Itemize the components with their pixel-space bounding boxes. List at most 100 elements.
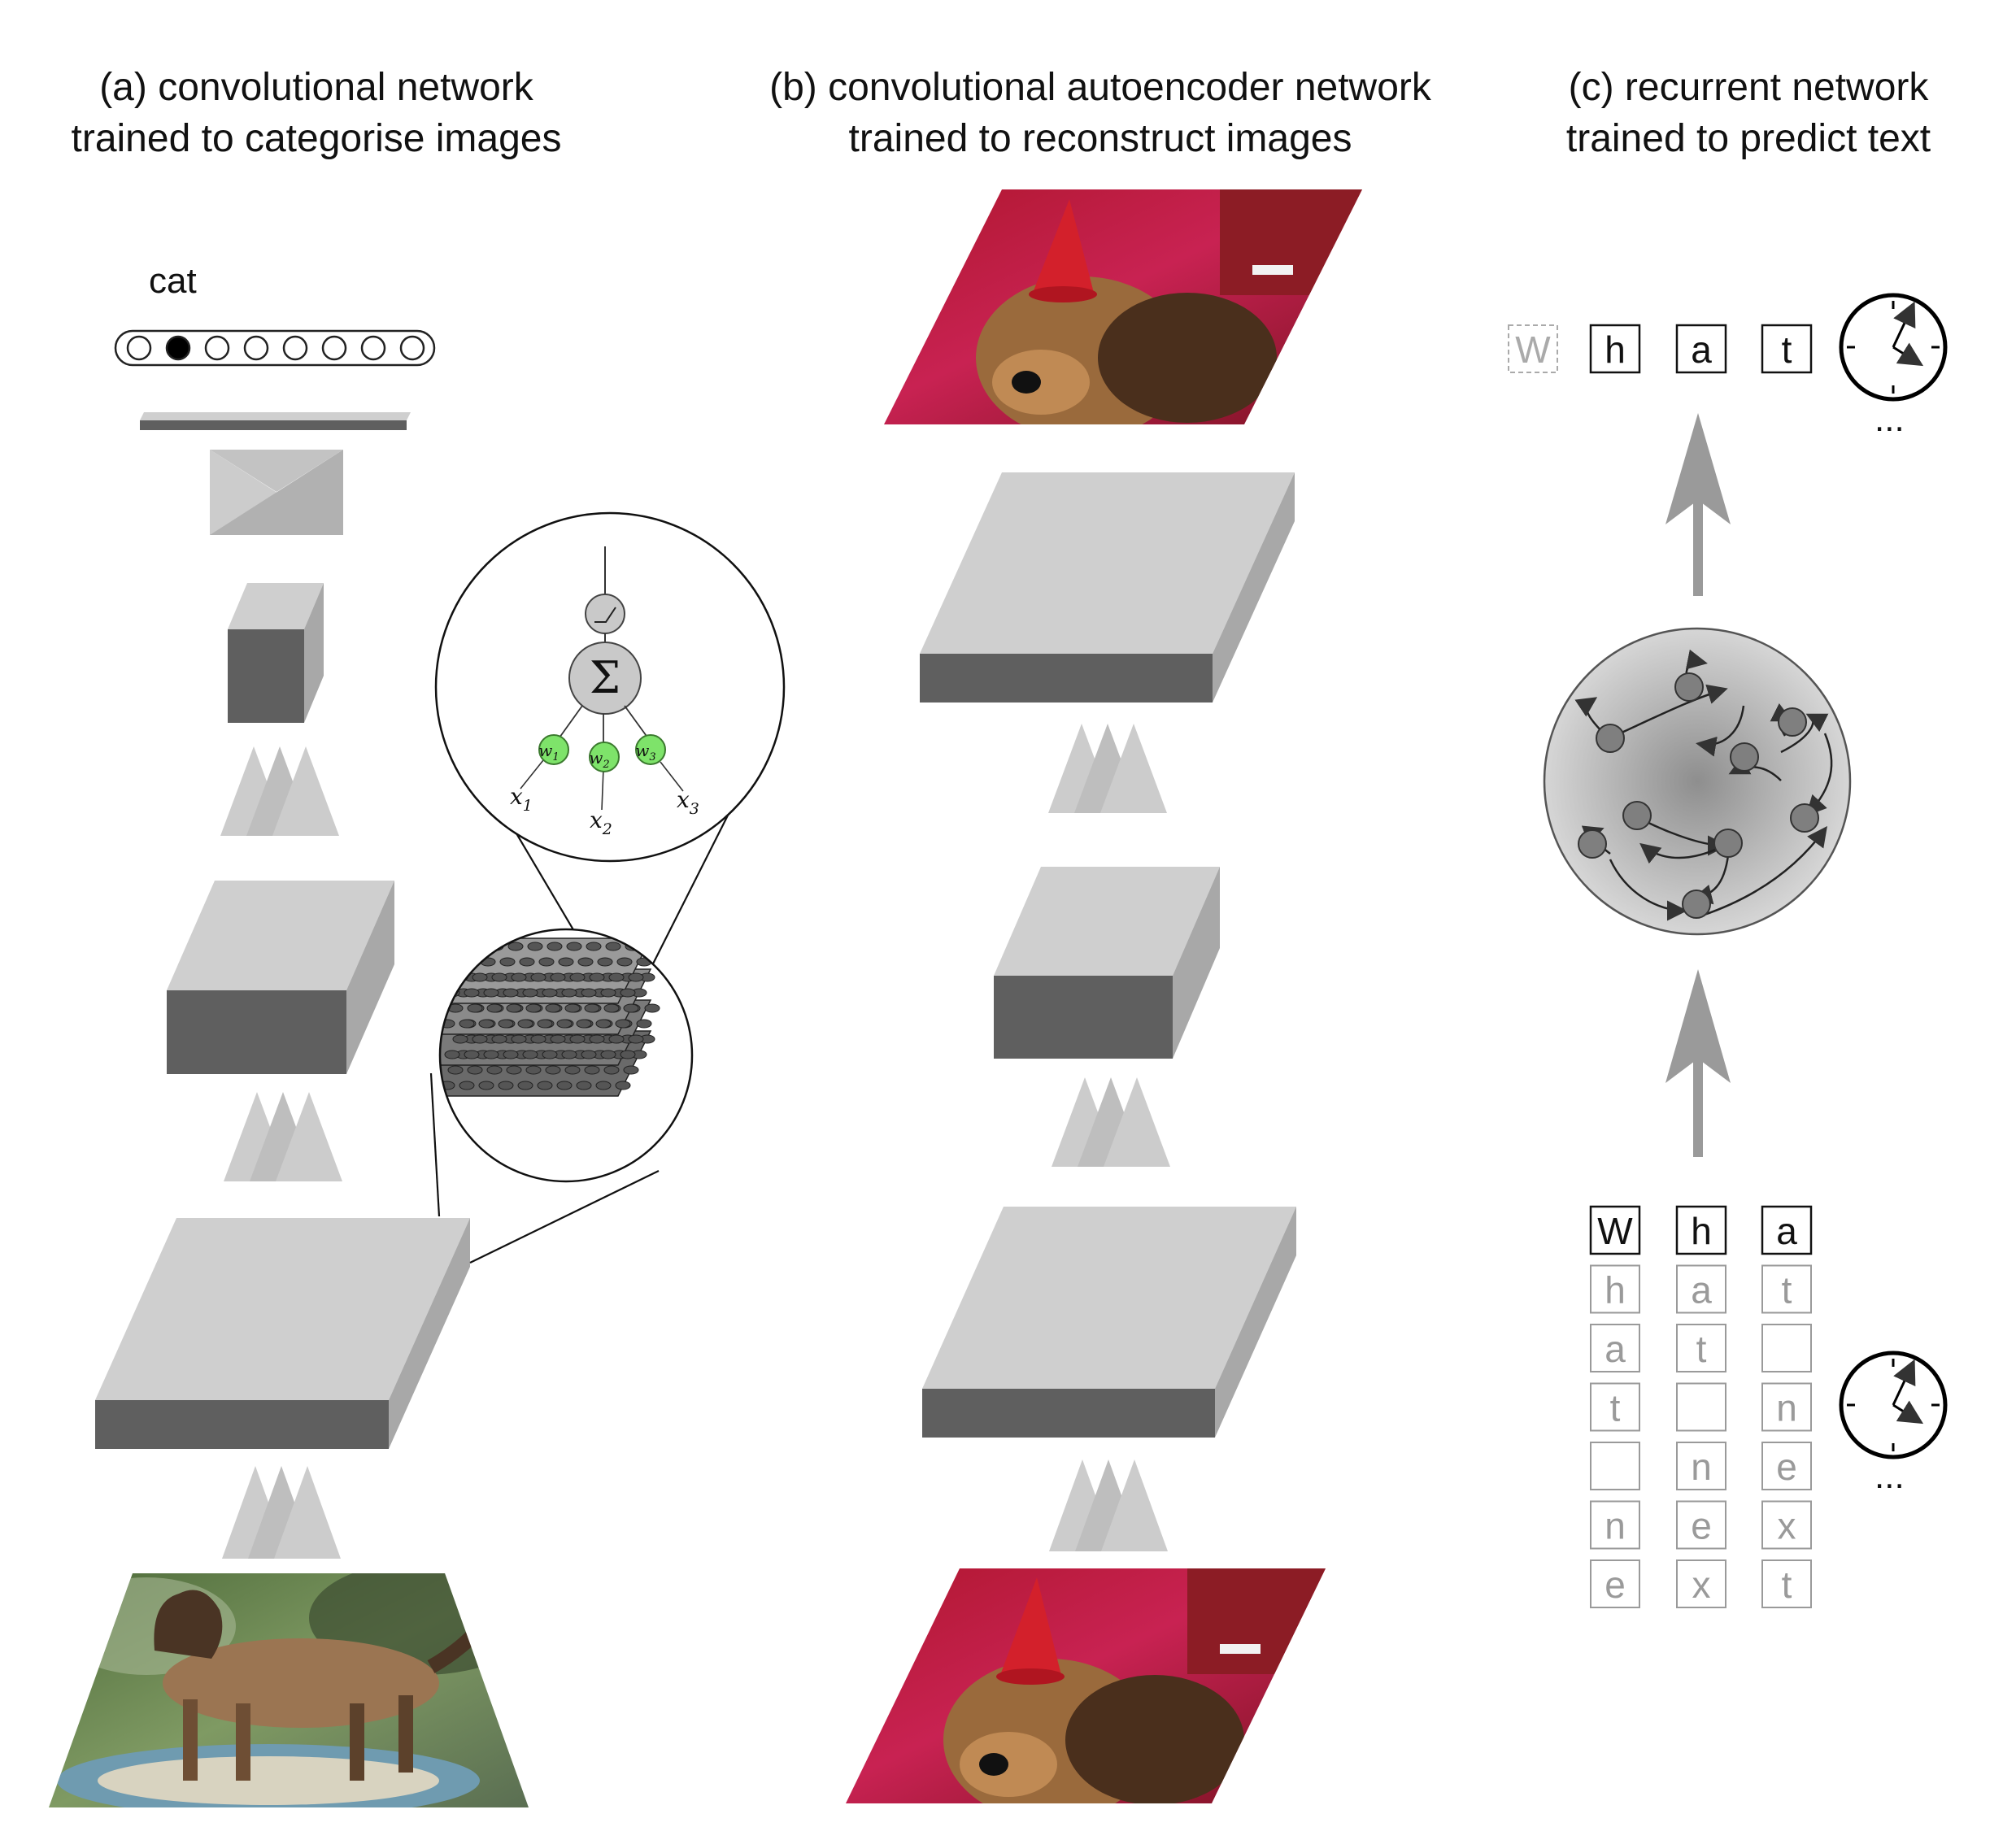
svg-text:W: W [1515,328,1551,371]
arrow-up-icon [1665,413,1731,596]
neuron-dot [584,1065,600,1075]
decoder-block-large [920,472,1295,703]
weight-node [538,734,569,765]
char-label: e [1776,1446,1797,1488]
char-label: t [1782,1269,1792,1311]
svg-text:trained to categorise images: trained to categorise images [72,117,562,160]
neuron-dot [581,1050,597,1059]
predicted-output-sequence: W h a t [1508,324,1813,374]
activation-function-node [585,594,625,634]
neuron-dot [636,1019,652,1029]
char-label: n [1776,1387,1797,1429]
neuron-dot [472,1034,488,1044]
neuron-dot [620,988,636,998]
neuron-dot [597,957,613,967]
ellipsis: ... [1874,1456,1905,1496]
neuron-dot [527,942,543,951]
neuron-dot [545,1065,561,1075]
neuron-dot [628,1034,644,1044]
neuron-dot [623,1003,639,1013]
neuron-dot [478,1081,494,1090]
char-label: t [1696,1328,1707,1370]
char-box [1590,1442,1640,1490]
svg-text:(c) recurrent network: (c) recurrent network [1569,66,1930,109]
neuron-dot [468,942,485,951]
neuron-dot [503,988,519,998]
weight-label: w2 [589,748,609,771]
neuron-dot [615,1019,631,1029]
svg-text:(b) convolutional autoencoder: (b) convolutional autoencoder network [769,66,1432,109]
conv-kernel-triangles [1048,724,1167,813]
char-label: x [1692,1564,1711,1606]
char-box [1676,1559,1726,1608]
char-label: x [1778,1505,1796,1547]
neuron-dot [608,972,625,982]
neuron-dot [546,942,563,951]
neuron-dot [603,1003,620,1013]
char-box [1676,1382,1726,1432]
neuron-dot [491,1034,507,1044]
panel-a-title: (a) convolutional network trained to cat… [72,66,562,160]
char-label: n [1691,1446,1712,1488]
neuron-dot [525,1003,542,1013]
neuron-dot [584,1003,600,1013]
neuron-dot [467,1003,483,1013]
neuron-dot [506,1065,522,1075]
char-box [1761,1442,1812,1490]
conv-kernel-triangles [1052,1077,1170,1167]
neuron-dot [517,1081,533,1090]
neuron-dot [511,972,527,982]
neuron-dot [595,1081,612,1090]
neuron-dot [576,1019,592,1029]
neuron-dot [600,1050,616,1059]
feature-map-block-large [95,1218,470,1449]
neuron-dot [459,1019,475,1029]
clock-icon [1839,1351,1948,1459]
char-box [1761,1382,1812,1432]
neuron-dot [576,1081,592,1090]
neuron-dot [561,1050,577,1059]
char-label: n [1605,1505,1626,1547]
char-box [1676,1324,1726,1372]
output-unit-vector [114,329,436,367]
neuron-dot [507,942,524,951]
neuron-dot [503,1050,519,1059]
neuron-dot [569,972,586,982]
neuron-dot [444,1050,460,1059]
neuron-dot [644,942,660,951]
char-label: a [1605,1328,1626,1370]
neuron-dot [537,1019,553,1029]
neuron-dot [556,1019,573,1029]
neuron-dot [595,1019,612,1029]
neuron-dot [644,1003,660,1013]
panel-b-title: (b) convolutional autoencoder network tr… [769,66,1432,160]
neuron-dot [506,1003,522,1013]
neuron-dot [603,1065,620,1075]
sum-symbol: Σ [590,652,620,703]
neuron-dot [556,1081,573,1090]
neuron-dot [511,1034,527,1044]
neuron-dot [517,1019,533,1029]
cat-input-image [49,1573,529,1807]
clock-icon [1839,293,1948,402]
char-box [1675,1205,1727,1255]
svg-text:t: t [1782,328,1792,371]
neuron-dot [525,1065,542,1075]
fully-connected-layer [140,412,411,430]
neuron-dot [486,1065,503,1075]
neuron-dot [498,1019,514,1029]
char-box [1761,1500,1812,1550]
neuron-dot [545,1003,561,1013]
neuron-dot [564,1003,581,1013]
relu-icon [594,607,616,623]
panel-c-title: (c) recurrent network trained to predict… [1566,66,1931,160]
svg-text:(a) convolutional network: (a) convolutional network [99,66,534,109]
neuron-dot [478,1019,494,1029]
char-box [1590,1500,1640,1550]
char-box [1676,1264,1726,1314]
neuron-dot [472,972,488,982]
neuron-dot [452,1034,468,1044]
neuron-dot [623,1065,639,1075]
char-box [1676,1442,1726,1490]
